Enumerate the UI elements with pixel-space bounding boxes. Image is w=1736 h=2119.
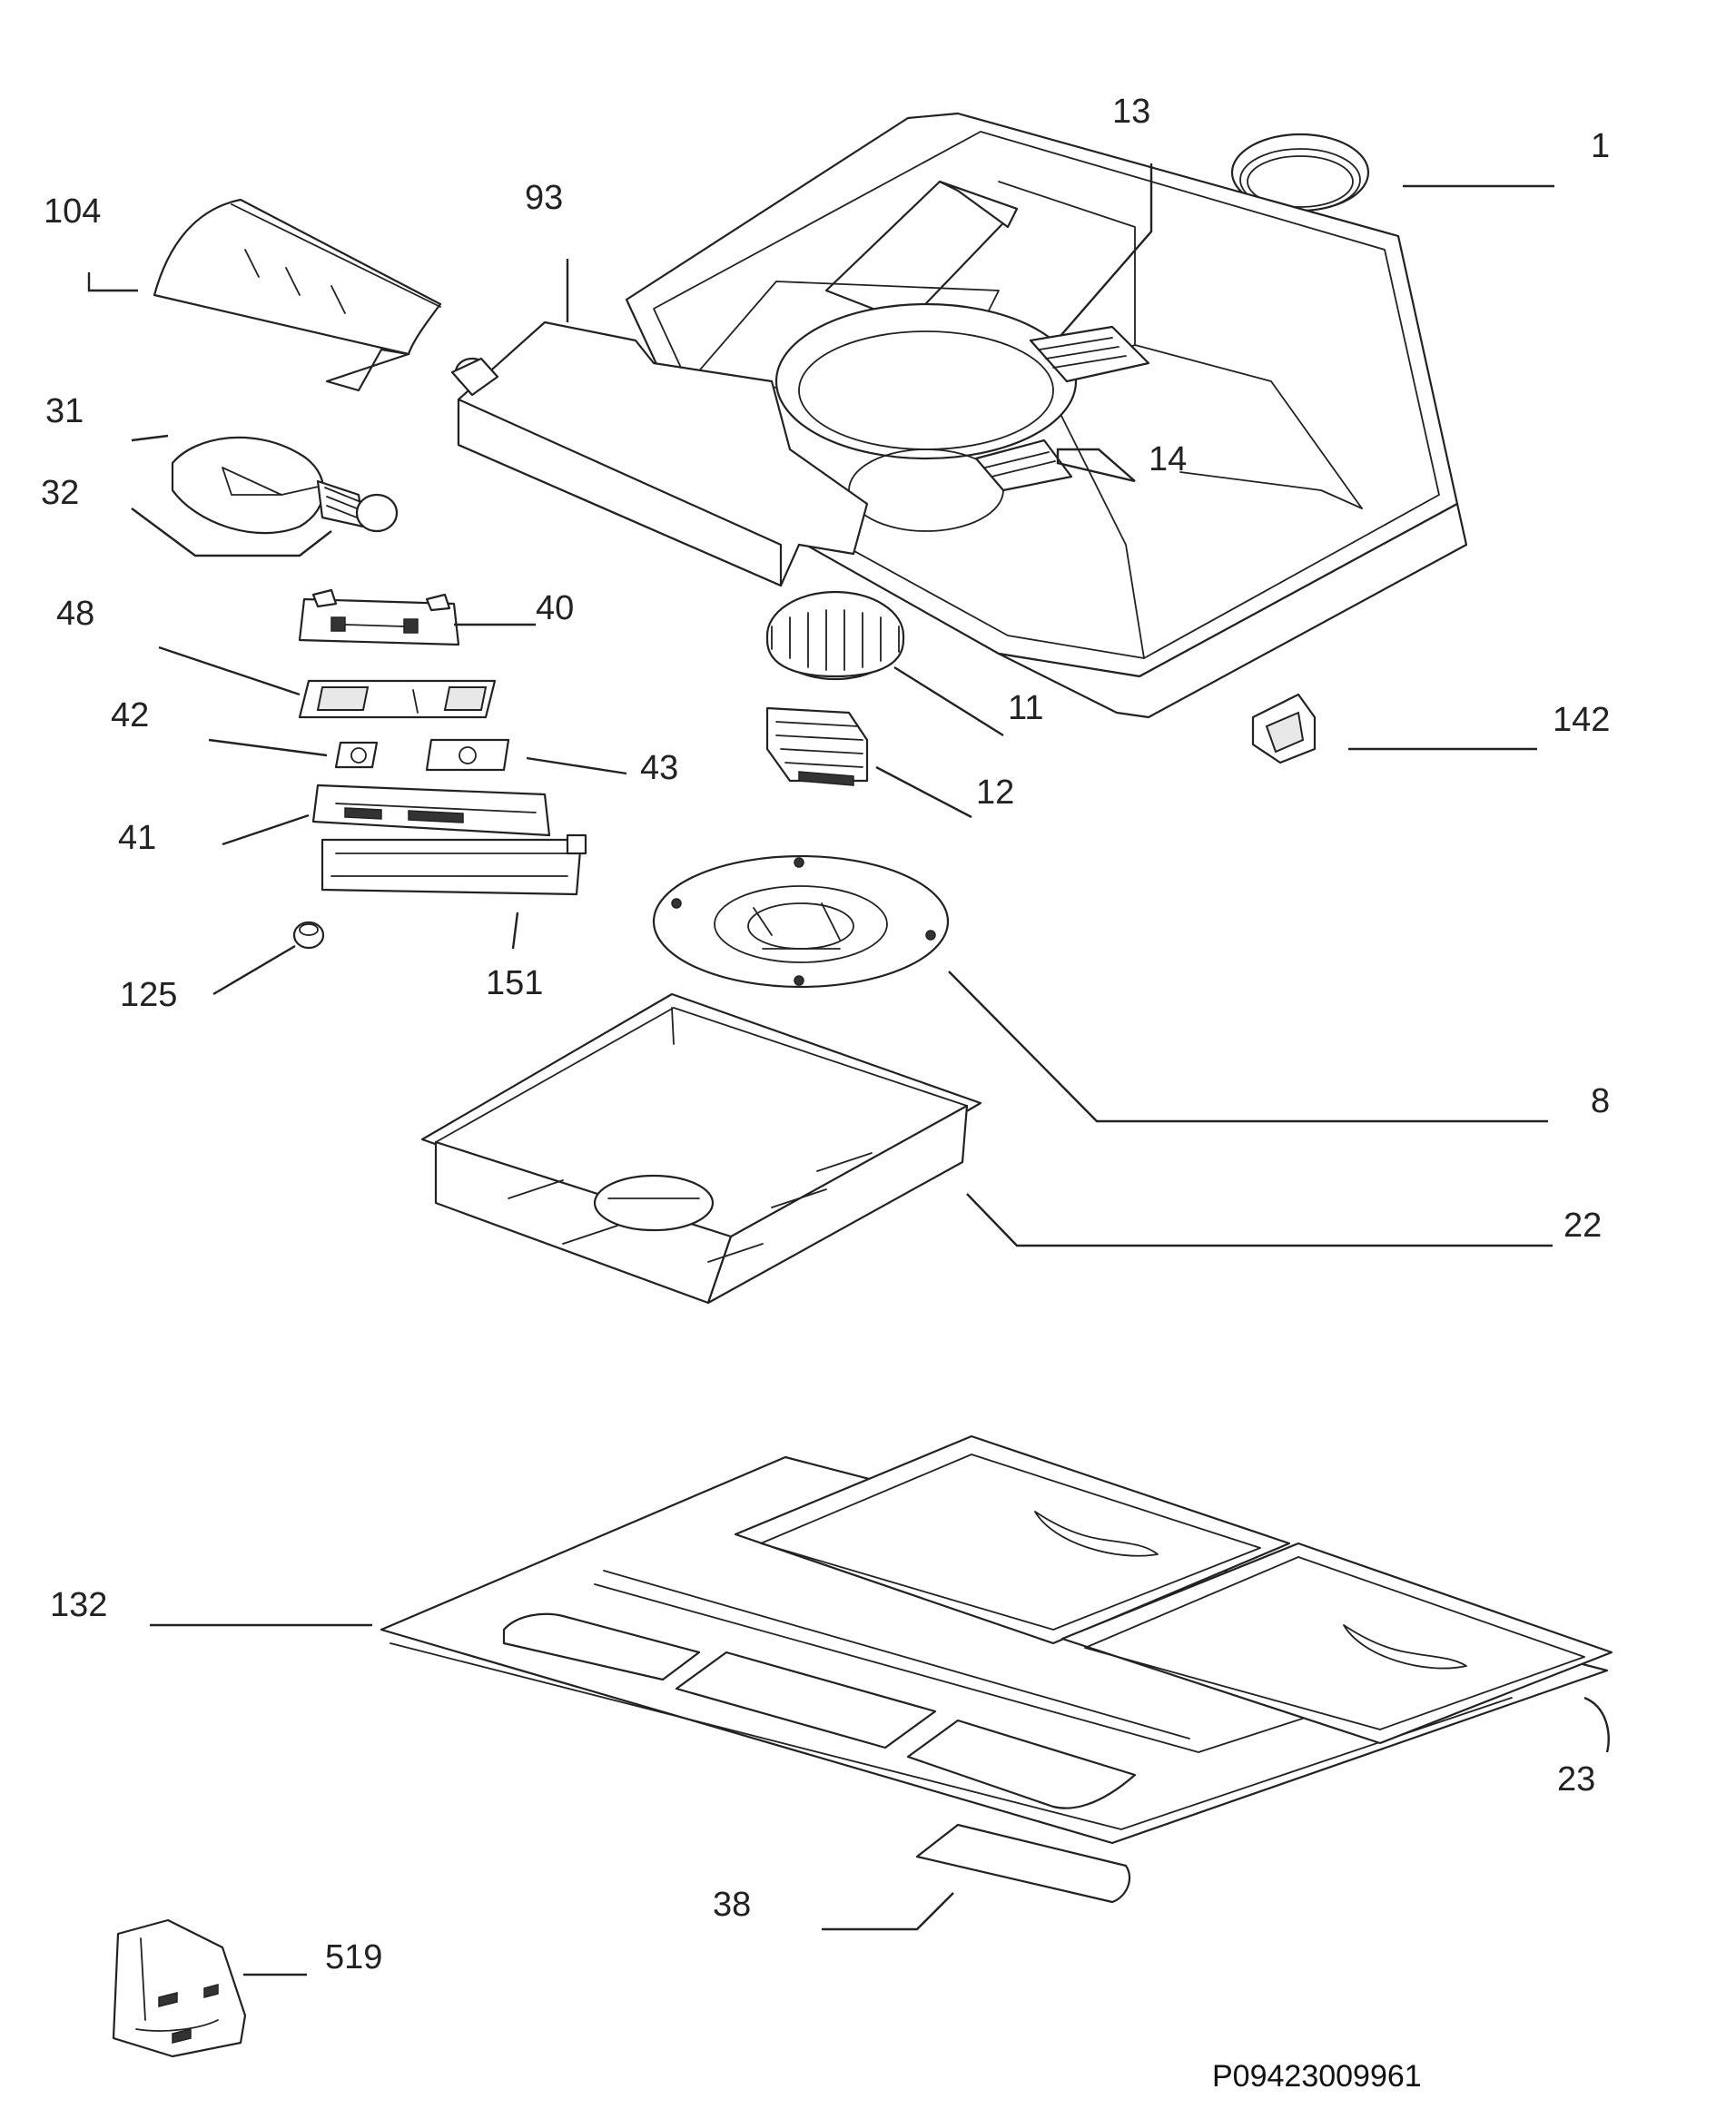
part-11-fan-wheel xyxy=(765,590,905,681)
label-93: 93 xyxy=(525,179,563,217)
part-519-accessory-bag xyxy=(112,1918,247,2058)
label-42: 42 xyxy=(111,696,149,734)
label-11: 11 xyxy=(1008,689,1043,727)
part-142-clip xyxy=(1251,693,1317,764)
part-32-lamp-holder xyxy=(316,479,399,533)
part-104-curved-cover xyxy=(153,198,442,392)
label-132: 132 xyxy=(50,1586,107,1624)
label-12: 12 xyxy=(976,774,1014,812)
part-12-motor xyxy=(765,706,869,786)
label-23: 23 xyxy=(1557,1760,1595,1799)
label-125: 125 xyxy=(120,976,177,1014)
label-43: 43 xyxy=(640,749,678,787)
part-42-push-button xyxy=(334,741,379,769)
part-1-collar-ring xyxy=(1230,133,1370,212)
part-38-light-diffuser xyxy=(915,1823,1131,1904)
label-104: 104 xyxy=(44,192,101,231)
part-8-fan-plate xyxy=(652,854,950,989)
label-8: 8 xyxy=(1591,1082,1610,1120)
part-125-small-knob xyxy=(292,921,325,950)
part-23-grease-filter-left xyxy=(734,1434,1291,1645)
label-32: 32 xyxy=(41,474,79,512)
label-40: 40 xyxy=(536,589,574,627)
label-151: 151 xyxy=(486,964,543,1002)
label-38: 38 xyxy=(713,1886,751,1924)
part-22-filter-box xyxy=(420,992,982,1305)
label-519: 519 xyxy=(325,1938,382,1976)
drawing-code: P09423009961 xyxy=(1212,2059,1422,2094)
label-13: 13 xyxy=(1112,93,1150,131)
part-43-push-button xyxy=(425,738,510,772)
part-40-switch-bracket xyxy=(298,588,460,646)
label-1: 1 xyxy=(1591,127,1610,165)
part-31-lamp-bulb xyxy=(171,436,325,535)
part-151-panel-housing xyxy=(321,833,587,896)
label-48: 48 xyxy=(56,595,94,633)
label-14: 14 xyxy=(1149,440,1187,478)
label-41: 41 xyxy=(118,819,156,857)
part-41-control-panel xyxy=(311,784,551,837)
part-23-grease-filter-right xyxy=(1060,1542,1613,1745)
leader-lines xyxy=(87,163,1610,1976)
part-93-side-housing xyxy=(450,320,869,587)
label-31: 31 xyxy=(45,392,84,430)
part-labels: 1 13 93 104 31 32 14 48 40 42 43 41 11 1… xyxy=(41,93,1610,1976)
label-142: 142 xyxy=(1553,701,1610,739)
part-48-switch-board xyxy=(298,679,497,719)
label-22: 22 xyxy=(1563,1207,1602,1245)
